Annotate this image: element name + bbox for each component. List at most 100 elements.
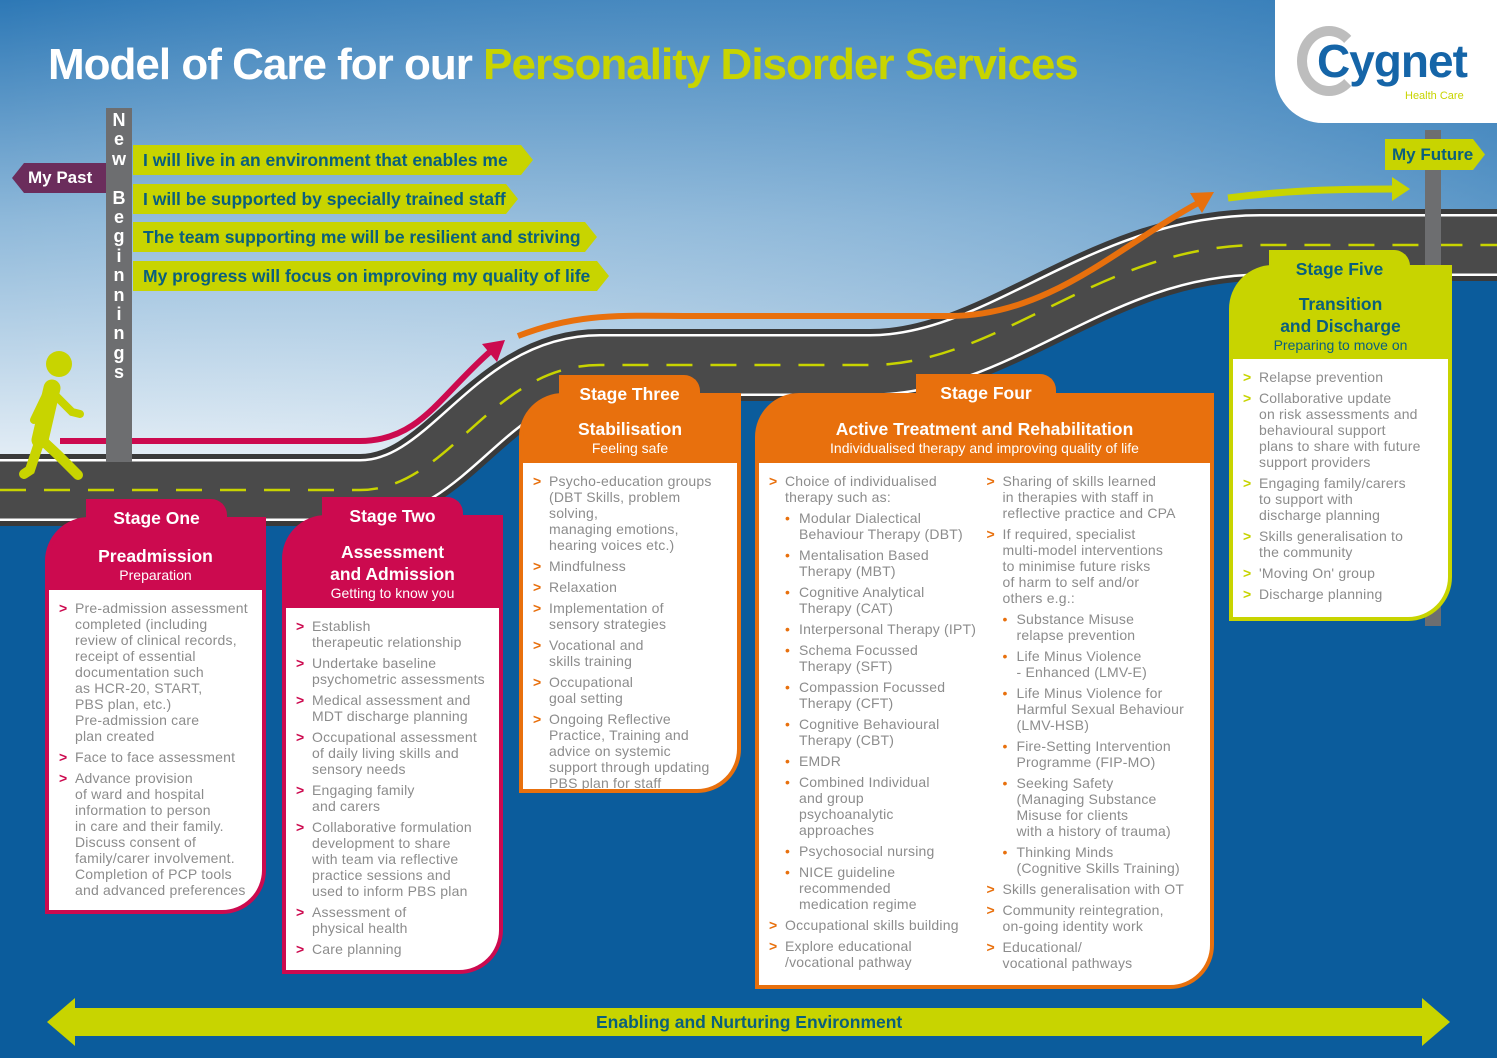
list-item-text: Vocational and skills training <box>549 637 644 669</box>
list-item-text: Discharge planning <box>1259 586 1383 602</box>
pink-arrowhead <box>482 340 505 362</box>
list-item-text: Care planning <box>312 941 402 957</box>
title-part-2: Personality Disorder Services <box>483 40 1079 89</box>
list-item-text: Establish therapeutic relationship <box>312 618 462 650</box>
list-item: Assessment of physical health <box>296 904 491 936</box>
list-item-text: Skills generalisation to the community <box>1259 528 1404 560</box>
stage-four-heading: Active Treatment and Rehabilitation <box>835 419 1134 439</box>
list-item: Occupational assessment of daily living … <box>296 729 491 777</box>
sub-list-item: Thinking Minds (Cognitive Skills Trainin… <box>1003 844 1203 876</box>
list-item-text: Relaxation <box>549 579 618 595</box>
list-item: Relapse prevention <box>1243 369 1440 385</box>
list-item: Occupational skills building <box>769 917 985 933</box>
list-item: Implementation of sensory strategies <box>533 600 729 632</box>
stage-five-subheading: Preparing to move on <box>1273 337 1408 353</box>
list-item: Ongoing Reflective Practice, Training an… <box>533 711 729 789</box>
sub-list-item: Combined Individual and group psychoanal… <box>785 774 985 838</box>
list-item-text: Pre-admission assessment completed (incl… <box>75 600 248 744</box>
stage-one-heading: Preadmission <box>98 546 213 566</box>
stage-two-tab: Stage Two <box>322 497 463 533</box>
list-item-text: Community reintegration, on-going identi… <box>1002 902 1164 934</box>
stage-five-tab: Stage Five <box>1269 250 1410 286</box>
orange-arrowhead <box>1190 192 1214 213</box>
list-item-text: Explore educational /vocational pathway <box>785 938 912 970</box>
list-item: Occupational goal setting <box>533 674 729 706</box>
list-item: Mindfulness <box>533 558 729 574</box>
stage-two-heading: Assessment and Admission <box>330 542 455 584</box>
stage-three-heading: Stabilisation <box>577 419 683 439</box>
list-item-text: Sharing of skills learned in therapies w… <box>1002 473 1176 521</box>
list-item-text: 'Moving On' group <box>1259 565 1376 581</box>
sub-list-item: Schema Focussed Therapy (SFT) <box>785 642 985 674</box>
sub-list-item: Interpersonal Therapy (IPT) <box>785 621 985 637</box>
list-item: Educational/ vocational pathways <box>987 939 1203 971</box>
stage-four-list-right: Sharing of skills learned in therapies w… <box>985 463 1211 985</box>
list-item-text: Face to face assessment <box>75 749 236 765</box>
list-item: Skills generalisation to the community <box>1243 528 1440 560</box>
sub-list-item: Psychosocial nursing <box>785 843 985 859</box>
stage-three-subheading: Feeling safe <box>591 440 669 456</box>
list-item: Sharing of skills learned in therapies w… <box>987 473 1203 521</box>
list-item: Explore educational /vocational pathway <box>769 938 985 970</box>
list-item-text: Collaborative formulation development to… <box>312 819 472 899</box>
list-item: Engaging family and carers <box>296 782 491 814</box>
list-item: Relaxation <box>533 579 729 595</box>
list-item: Psycho-education groups (DBT Skills, pro… <box>533 473 729 553</box>
list-item-text: Advance provision of ward and hospital i… <box>75 770 246 898</box>
list-item: Establish therapeutic relationship <box>296 618 491 650</box>
stage-three-list: Psycho-education groups (DBT Skills, pro… <box>523 463 737 789</box>
list-item-text: Assessment of physical health <box>312 904 408 936</box>
stage-one-tab: Stage One <box>86 499 227 535</box>
list-item: Collaborative update on risk assessments… <box>1243 390 1440 470</box>
list-item-text: Relapse prevention <box>1259 369 1384 385</box>
stage-two-subheading: Getting to know you <box>330 585 455 601</box>
list-item: Medical assessment and MDT discharge pla… <box>296 692 491 724</box>
list-item: Choice of individualised therapy such as… <box>769 473 985 912</box>
stage-five-list: Relapse preventionCollaborative update o… <box>1233 359 1448 602</box>
list-item: Community reintegration, on-going identi… <box>987 902 1203 934</box>
sub-list-item: Life Minus Violence - Enhanced (LMV-E) <box>1003 648 1203 680</box>
page-title: Model of Care for our Personality Disord… <box>48 40 1079 90</box>
sub-list-item: NICE guideline recommended medication re… <box>785 864 985 912</box>
list-item-text: Occupational assessment of daily living … <box>312 729 477 777</box>
title-part-1: Model of Care for our <box>48 40 484 89</box>
my-future-sign: My Future <box>1385 139 1485 170</box>
pink-progress-arrow <box>60 347 494 444</box>
list-item-text: Engaging family/carers to support with d… <box>1259 475 1406 523</box>
sub-list-item: Life Minus Violence for Harmful Sexual B… <box>1003 685 1203 733</box>
swan-swirl-icon <box>1297 26 1361 96</box>
enabling-environment-label: Enabling and Nurturing Environment <box>596 1012 903 1032</box>
list-item: Engaging family/carers to support with d… <box>1243 475 1440 523</box>
list-item-text: Mindfulness <box>549 558 626 574</box>
list-item-text: Choice of individualised therapy such as… <box>785 473 937 505</box>
list-item-text: Occupational goal setting <box>549 674 634 706</box>
sub-list: Modular Dialectical Behaviour Therapy (D… <box>785 510 985 912</box>
stage-three-tab: Stage Three <box>559 375 700 411</box>
orange-progress-arrow <box>516 199 1202 339</box>
new-beginnings-post: N e w B e g i n n i n g s <box>106 108 132 462</box>
logo-tagline: Health Care <box>1405 90 1464 102</box>
banner-progress: My progress will focus on improving my q… <box>133 261 609 291</box>
sub-list-item: Modular Dialectical Behaviour Therapy (D… <box>785 510 985 542</box>
sub-list-item: Cognitive Analytical Therapy (CAT) <box>785 584 985 616</box>
list-item-text: Educational/ vocational pathways <box>1002 939 1133 971</box>
walking-person-icon <box>19 351 84 480</box>
stage-five-heading: Transition and Discharge <box>1280 294 1401 336</box>
list-item: Discharge planning <box>1243 586 1440 602</box>
list-item: Skills generalisation with OT <box>987 881 1203 897</box>
list-item-text: If required, specialist multi-model inte… <box>1002 526 1164 606</box>
stage-four-tab: Stage Four <box>916 374 1056 410</box>
cygnet-logo: Cygnet Health Care <box>1275 0 1497 123</box>
stage-two-list: Establish therapeutic relationshipUndert… <box>286 608 499 957</box>
list-item: Vocational and skills training <box>533 637 729 669</box>
list-item: Face to face assessment <box>59 749 254 765</box>
banner-environment: I will live in an environment that enabl… <box>133 145 533 175</box>
list-item: Collaborative formulation development to… <box>296 819 491 899</box>
stage-one-subheading: Preparation <box>119 567 192 583</box>
list-item-text: Psycho-education groups (DBT Skills, pro… <box>549 473 712 553</box>
list-item: Care planning <box>296 941 491 957</box>
